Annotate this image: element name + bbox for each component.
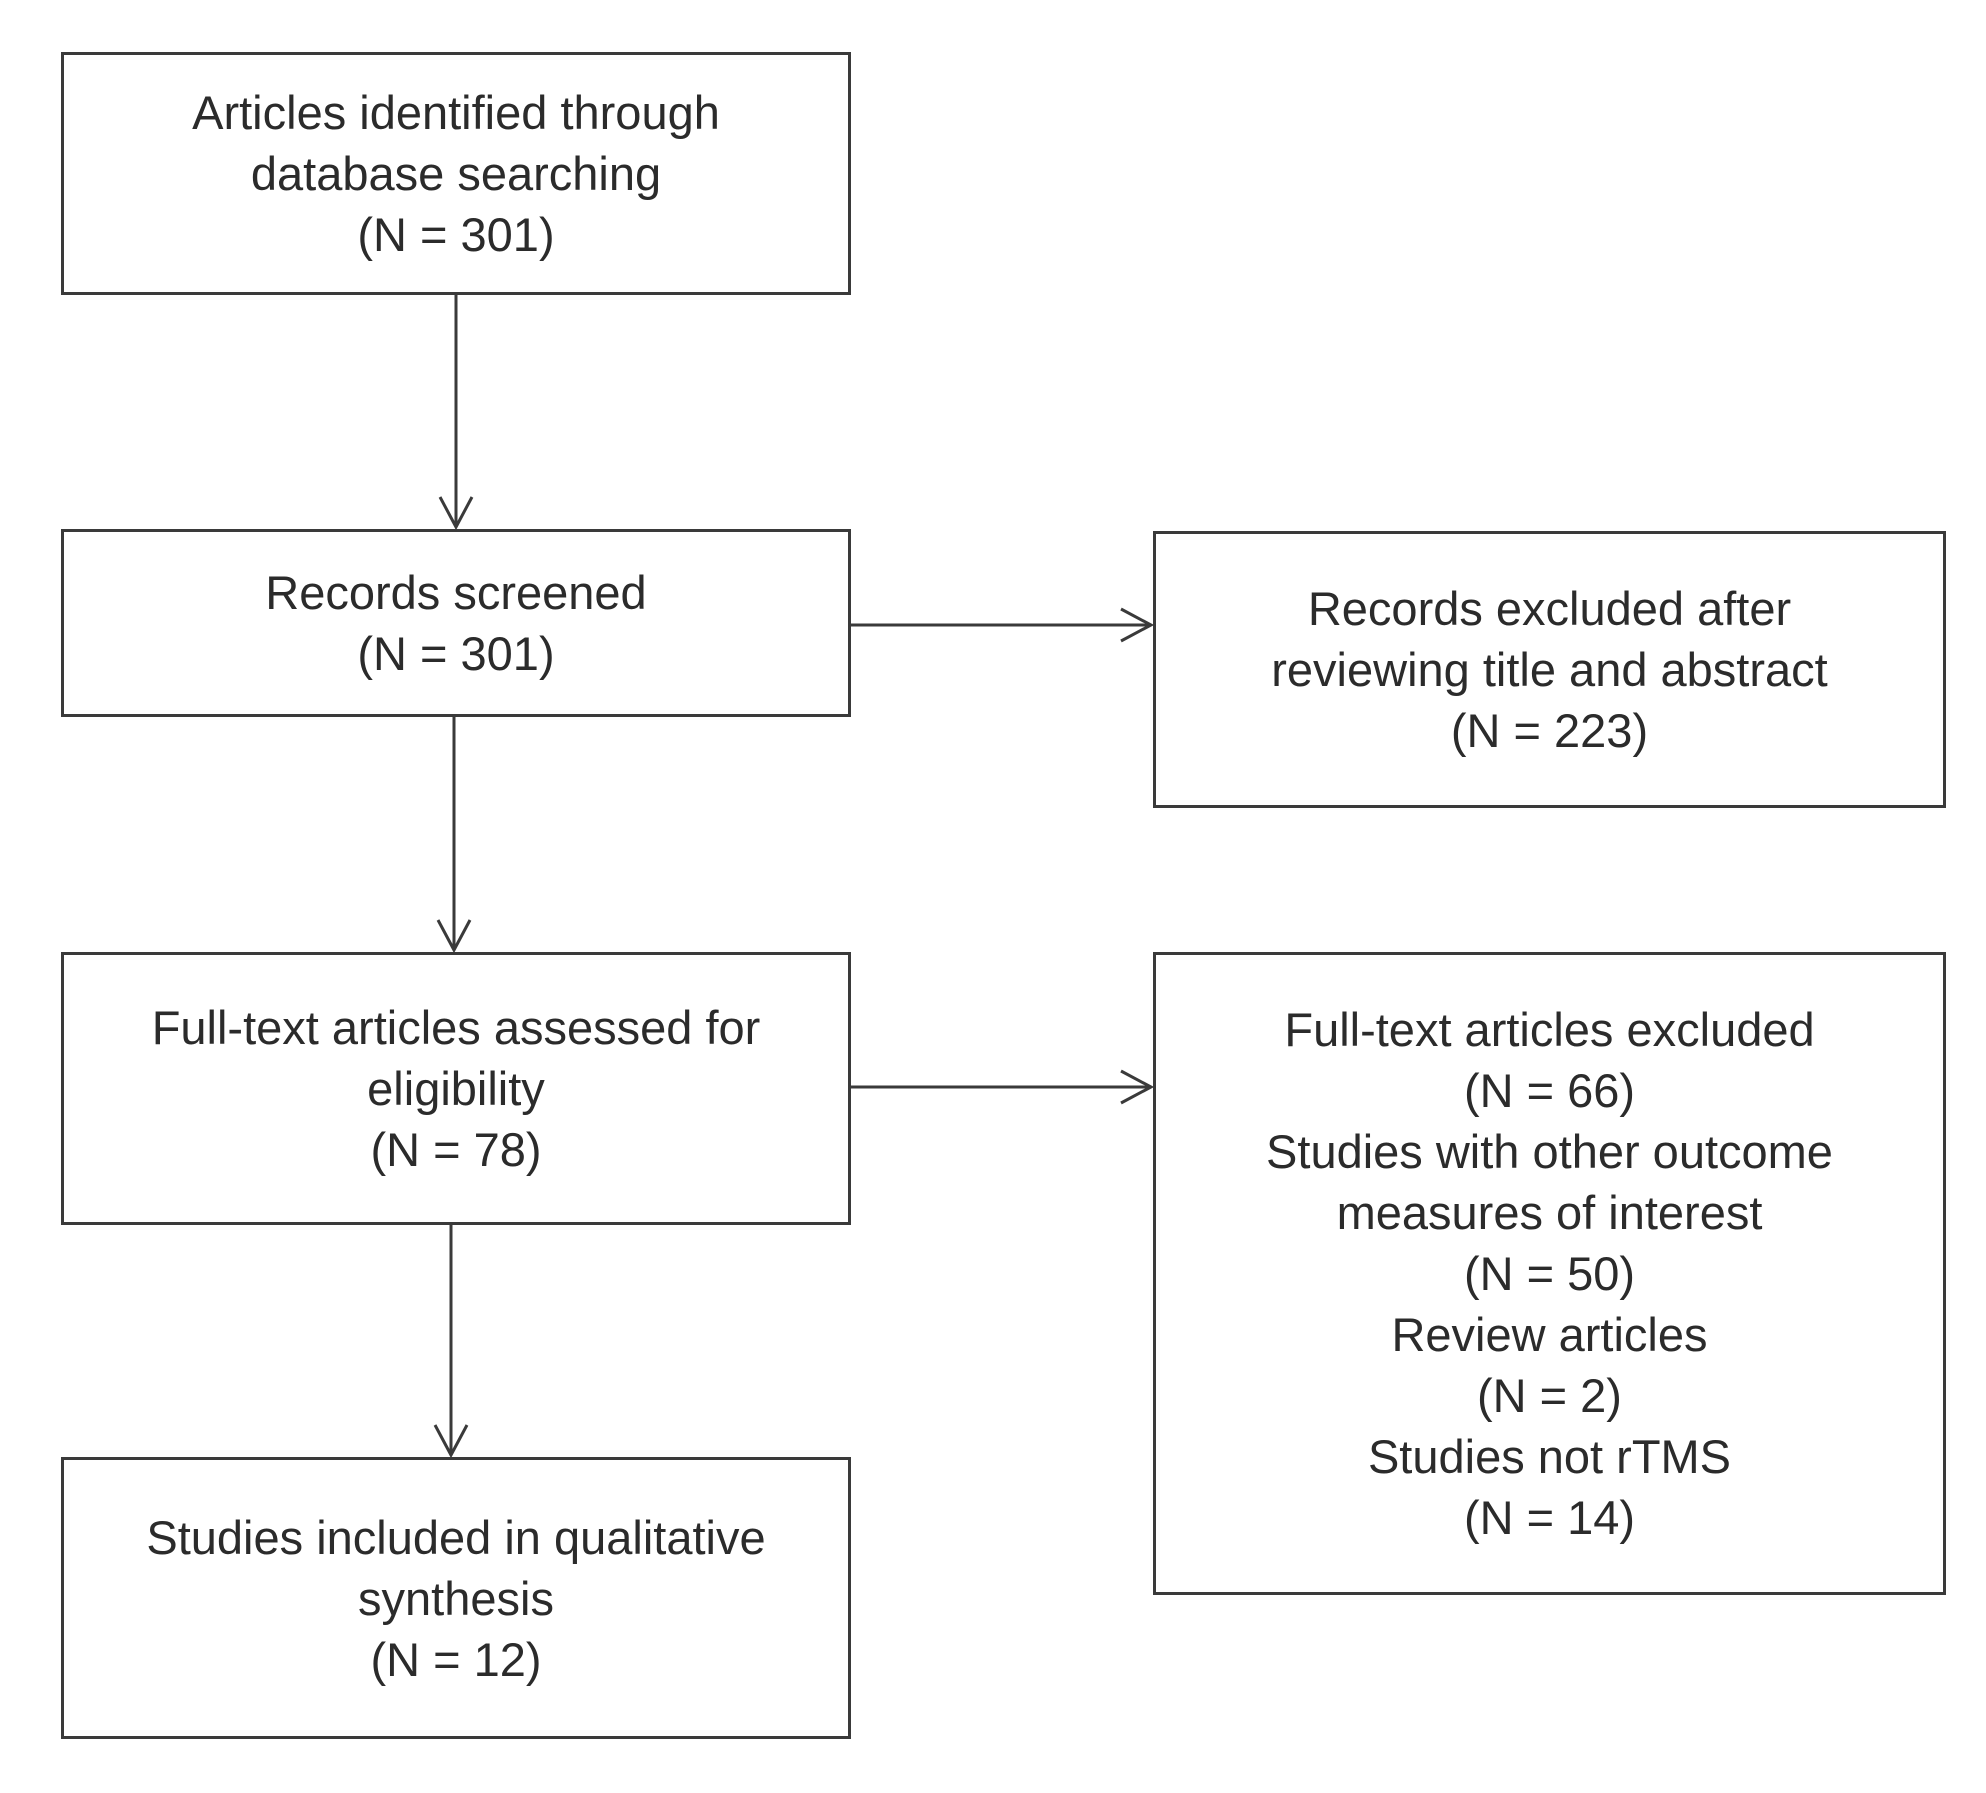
- identified-text-line: Articles identified through: [192, 86, 720, 139]
- identified-box: Articles identified through database sea…: [61, 52, 851, 295]
- other-outcome-label: Studies with other outcome: [1266, 1125, 1833, 1178]
- identified-count: (N = 301): [357, 208, 555, 261]
- identified-text-line: database searching: [250, 147, 662, 200]
- arrowhead-down-icon: [438, 496, 474, 531]
- included-count: (N = 12): [370, 1632, 542, 1686]
- review-articles-count: (N = 2): [1477, 1369, 1622, 1422]
- fulltext-excluded-count: (N = 66): [1463, 1064, 1636, 1117]
- arrowhead-right-icon: [1120, 607, 1155, 643]
- screened-count: (N = 301): [357, 627, 555, 680]
- arrowhead-down-icon: [433, 1424, 469, 1459]
- fulltext-assessed-box: Full-text articles assessed for eligibil…: [61, 952, 851, 1225]
- fulltext-assessed-text-line: eligibility: [367, 1062, 545, 1115]
- included-text-line: synthesis: [358, 1571, 554, 1625]
- fulltext-assessed-text-line: Full-text articles assessed for: [151, 1001, 761, 1054]
- fulltext-assessed-count: (N = 78): [370, 1123, 542, 1176]
- excluded-abstract-box: Records excluded after reviewing title a…: [1153, 531, 1946, 808]
- excluded-abstract-text-line: reviewing title and abstract: [1271, 643, 1828, 696]
- other-outcome-label: measures of interest: [1336, 1186, 1763, 1239]
- screened-box: Records screened (N = 301): [61, 529, 851, 717]
- excluded-abstract-text-line: Records excluded after: [1307, 582, 1792, 635]
- fulltext-excluded-heading: Full-text articles excluded: [1284, 1003, 1815, 1056]
- fulltext-excluded-box: Full-text articles excluded (N = 66) Stu…: [1153, 952, 1946, 1595]
- other-outcome-count: (N = 50): [1463, 1247, 1636, 1300]
- screened-text-line: Records screened: [265, 566, 647, 619]
- arrowhead-right-icon: [1120, 1069, 1155, 1105]
- not-rtms-label: Studies not rTMS: [1367, 1430, 1732, 1483]
- not-rtms-count: (N = 14): [1463, 1491, 1636, 1544]
- arrowhead-down-icon: [436, 919, 472, 954]
- included-text-line: Studies included in qualitative: [146, 1510, 766, 1564]
- excluded-abstract-count: (N = 223): [1450, 704, 1649, 757]
- review-articles-label: Review articles: [1391, 1308, 1708, 1361]
- included-box: Studies included in qualitative synthesi…: [61, 1457, 851, 1739]
